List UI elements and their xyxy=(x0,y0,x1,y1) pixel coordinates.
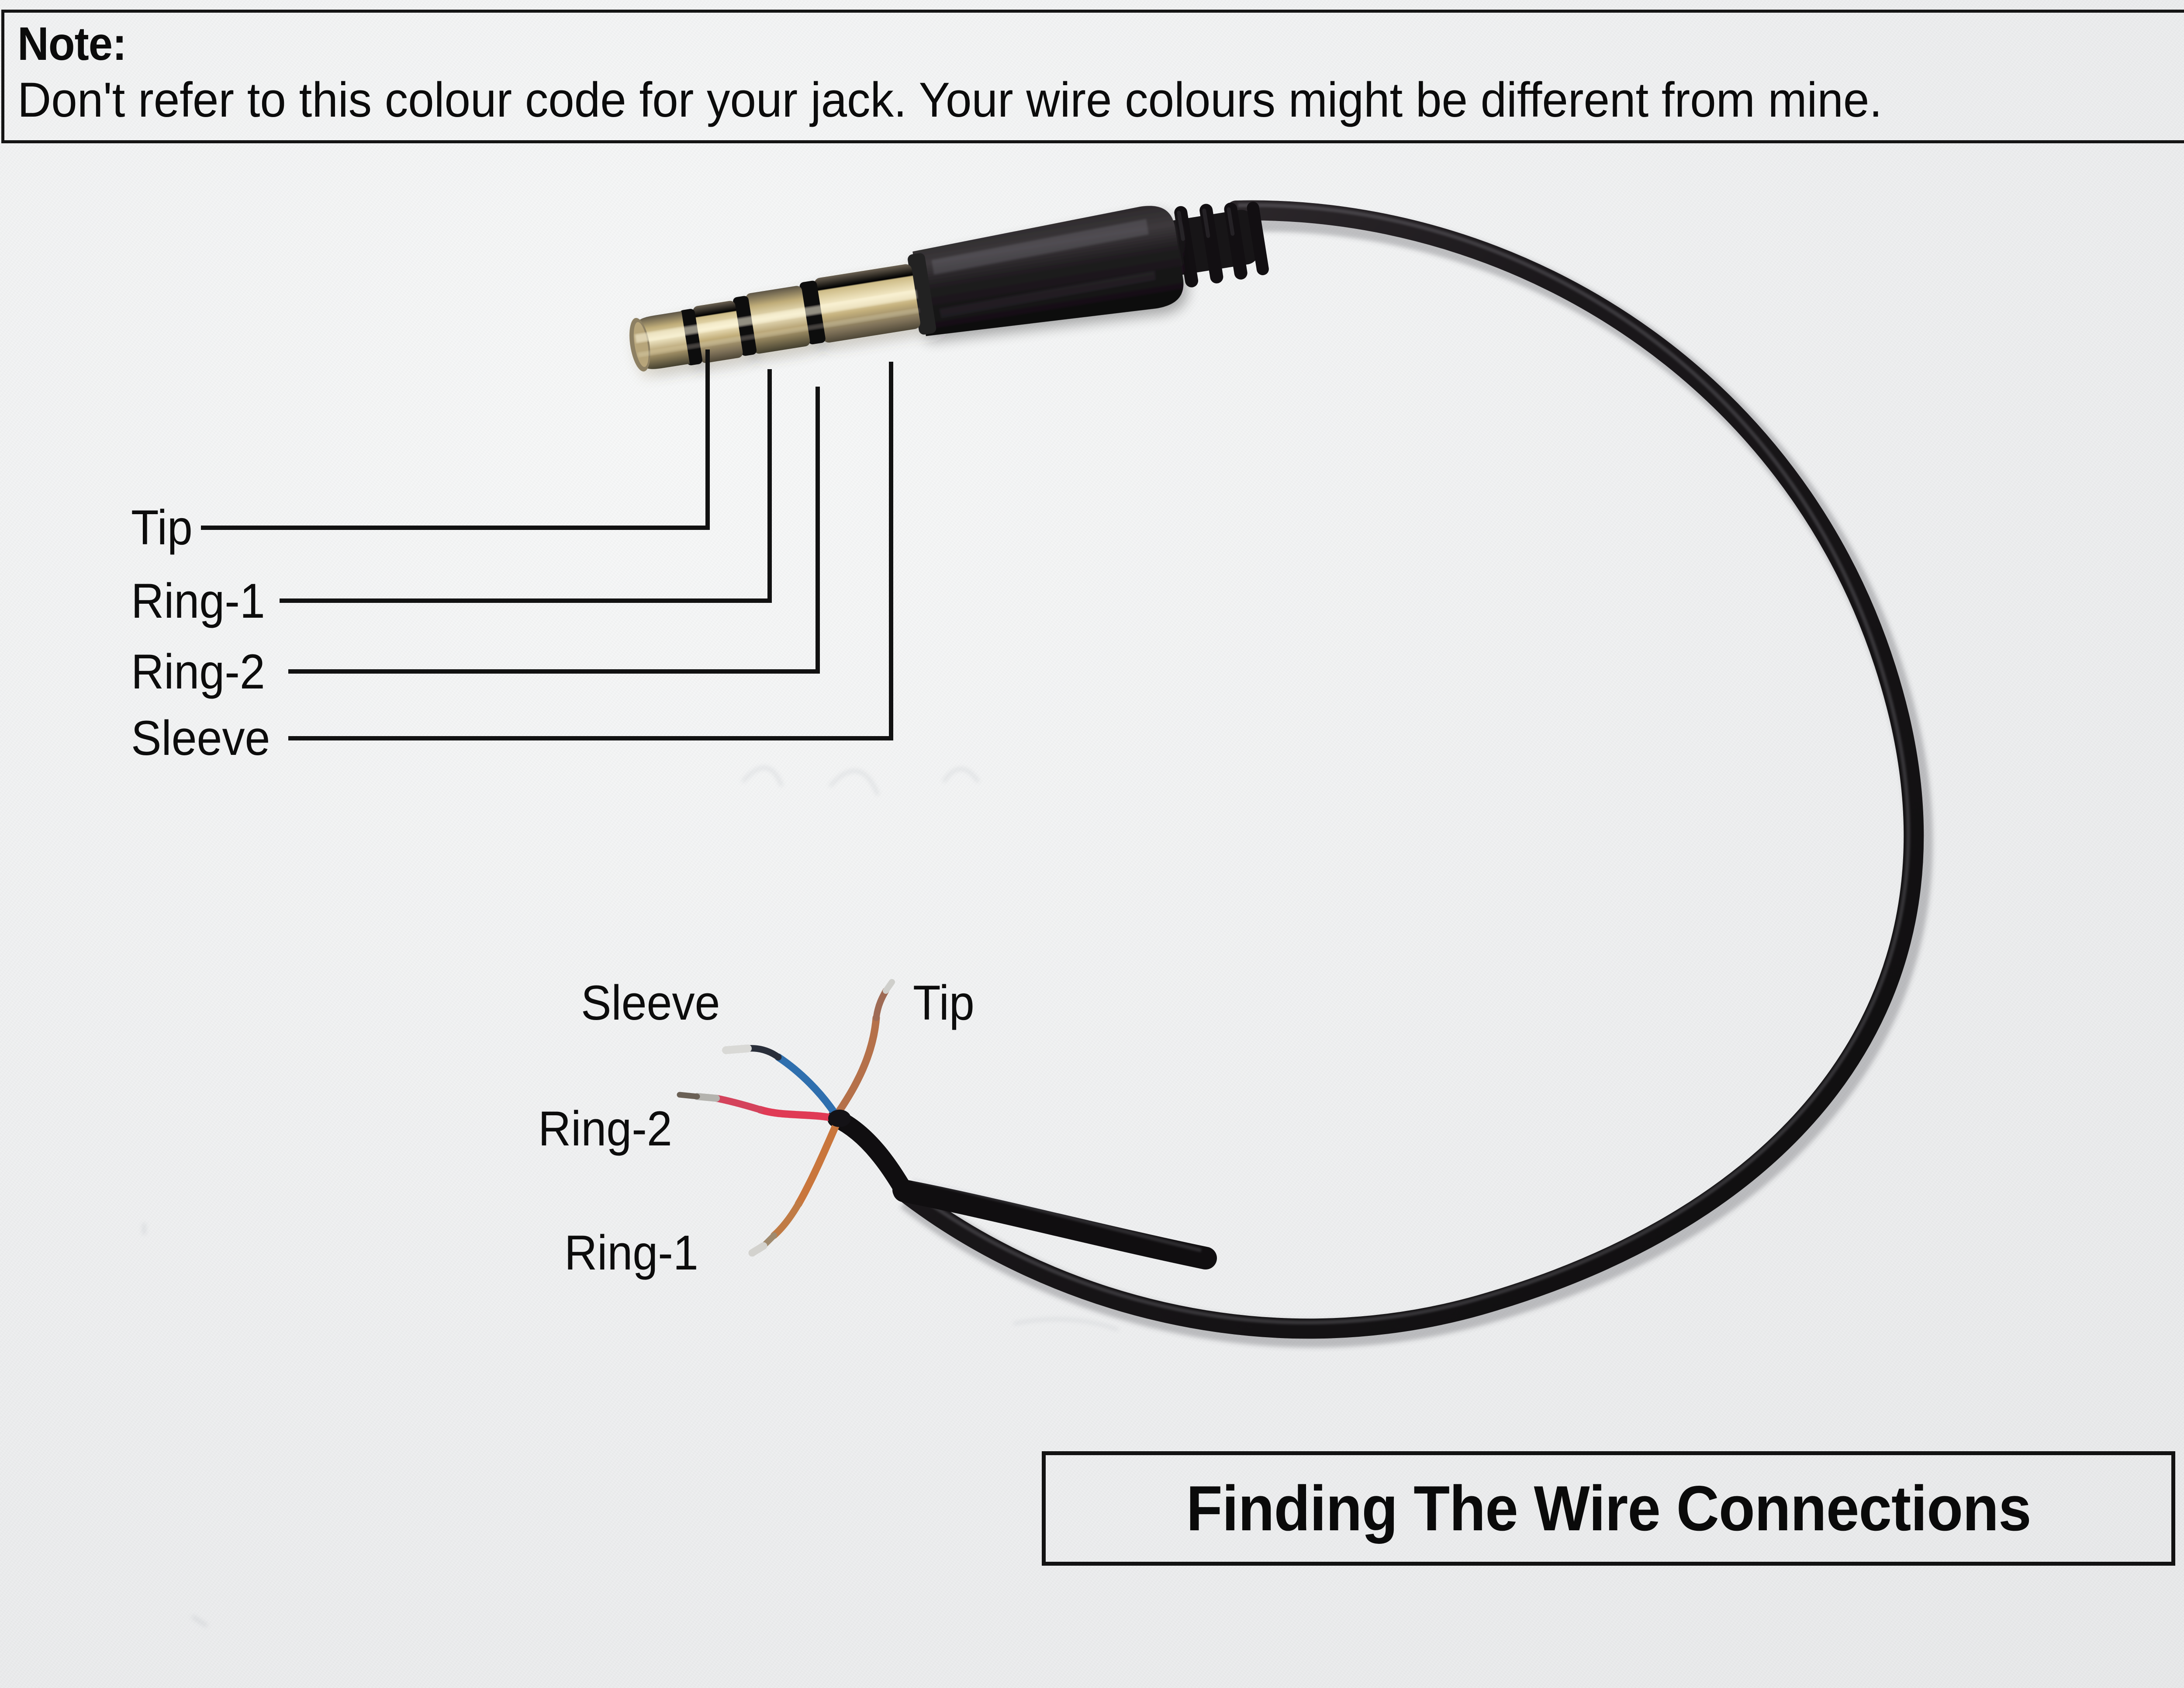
plug-label-sleeve: Sleeve xyxy=(131,711,270,765)
wire-sleeve xyxy=(722,1045,841,1121)
wire-label-ring2: Ring-2 xyxy=(538,1101,672,1156)
wire-ring2 xyxy=(677,1092,839,1122)
wire-label-sleeve: Sleeve xyxy=(581,975,720,1030)
wire-tip xyxy=(834,979,895,1117)
page-title: Finding The Wire Connections xyxy=(1186,1473,2032,1544)
wire-ring1 xyxy=(748,1117,842,1257)
leader-line-sleeve xyxy=(288,362,893,740)
plug-label-ring2: Ring-2 xyxy=(131,644,265,699)
plug-label-ring1: Ring-1 xyxy=(131,574,265,628)
leader-line-ring2 xyxy=(288,387,820,674)
leader-lines xyxy=(201,349,893,740)
wire-label-ring1: Ring-1 xyxy=(564,1225,698,1280)
leader-line-tip xyxy=(201,349,710,530)
title-box: Finding The Wire Connections xyxy=(1042,1451,2175,1566)
stripped-cable-end xyxy=(677,979,1217,1269)
paper-smudges xyxy=(142,766,1119,1628)
note-body: Don't refer to this colour code for your… xyxy=(17,73,1883,127)
wire-label-tip: Tip xyxy=(913,975,975,1030)
leader-line-ring1 xyxy=(280,369,772,603)
cable-loop xyxy=(892,200,1933,1348)
note-box: Note: Don't refer to this colour code fo… xyxy=(1,10,2184,143)
jack-plug xyxy=(629,206,1184,372)
note-title: Note: xyxy=(17,17,127,70)
plug-label-tip: Tip xyxy=(131,500,193,555)
